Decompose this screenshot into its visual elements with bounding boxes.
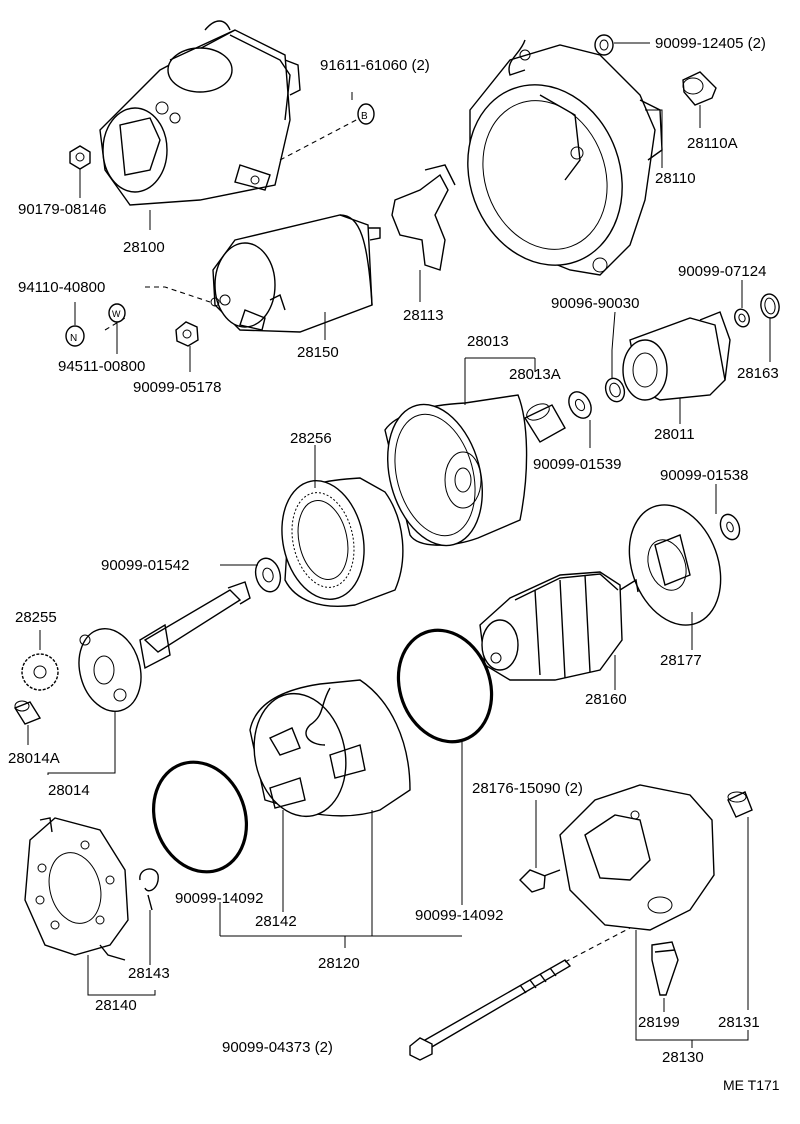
label-28113: 28113 — [403, 307, 444, 324]
label-94511-00800: 94511-00800 — [58, 358, 145, 375]
label-90099-12405: 90099-12405 (2) — [655, 35, 766, 52]
label-90099-04373: 90099-04373 (2) — [222, 1039, 333, 1056]
washer-icon — [594, 34, 614, 56]
through-bolt-drawing — [409, 959, 572, 1061]
label-90099-14092-right: 90099-14092 — [415, 907, 503, 924]
label-28013A: 28013A — [509, 366, 561, 383]
label-28199: 28199 — [638, 1014, 680, 1031]
label-28256: 28256 — [290, 430, 332, 447]
bolt-cap-letter: B — [361, 111, 368, 122]
label-28110A: 28110A — [687, 135, 738, 152]
label-90099-01539: 90099-01539 — [533, 456, 621, 473]
sleeve-icon — [523, 403, 566, 443]
label-28163: 28163 — [737, 365, 779, 382]
label-28176-15090: 28176-15090 (2) — [472, 780, 583, 797]
washer-marker-icon: W — [108, 303, 126, 323]
label-94110-40800: 94110-40800 — [18, 279, 105, 296]
footer-code: ME T171 — [723, 1077, 780, 1093]
clutch-gear-drawing — [622, 311, 731, 401]
label-28177: 28177 — [660, 652, 702, 669]
label-28131: 28131 — [718, 1014, 760, 1031]
label-28142: 28142 — [255, 913, 297, 930]
leader-solenoid-terminal — [145, 286, 211, 303]
label-90099-14092-left: 90099-14092 — [175, 890, 263, 907]
nut-marker-letter: N — [70, 333, 77, 344]
drive-lever-drawing — [391, 164, 456, 271]
retaining-ring-icon — [604, 377, 626, 403]
leader-28100-bolt — [279, 117, 361, 161]
label-28013: 28013 — [467, 333, 509, 350]
starter-assembly-drawing — [99, 20, 301, 206]
label-28110: 28110 — [655, 170, 696, 187]
field-frame-drawing — [249, 679, 411, 818]
planet-gear-icon — [21, 653, 59, 691]
drive-housing-drawing — [467, 39, 663, 276]
label-28100: 28100 — [123, 239, 165, 256]
armature-drawing — [479, 571, 639, 681]
label-91611-61060: 91611-61060 (2) — [320, 57, 430, 74]
label-90099-01542: 90099-01542 — [101, 557, 189, 574]
leader-through-bolt — [564, 927, 631, 963]
end-frame-drawing — [559, 784, 715, 931]
cap-plug-icon — [651, 941, 679, 996]
small-washer-icon — [734, 308, 750, 328]
terminal-nut-icon — [175, 321, 199, 347]
nut-marker-icon: N — [65, 325, 85, 347]
gear-washer-icon — [254, 557, 282, 593]
bearing-pin-icon — [13, 700, 42, 725]
label-90096-90030: 90096-90030 — [551, 295, 639, 312]
label-28140: 28140 — [95, 997, 137, 1014]
label-28011: 28011 — [654, 426, 695, 443]
o-ring-right — [396, 628, 494, 744]
label-28143: 28143 — [128, 965, 170, 982]
brush-holder-drawing — [24, 817, 129, 961]
label-28150: 28150 — [297, 344, 339, 361]
label-28014: 28014 — [48, 782, 90, 799]
thrust-washer-icon — [568, 391, 592, 419]
yoke-drum-drawing — [384, 394, 528, 547]
label-28014A: 28014A — [8, 750, 60, 767]
brush-spring-icon — [139, 868, 159, 911]
label-90179-08146: 90179-08146 — [18, 201, 106, 218]
label-28255: 28255 — [15, 609, 57, 626]
o-ring-left — [151, 760, 249, 874]
washer-marker-letter: W — [112, 309, 121, 319]
end-plate-drawing — [628, 504, 722, 626]
label-28120: 28120 — [318, 955, 360, 972]
label-28160: 28160 — [585, 691, 627, 708]
label-90099-01538: 90099-01538 — [660, 467, 748, 484]
snap-ring-icon — [760, 293, 780, 319]
bolt-cap-icon: B — [357, 103, 375, 125]
hex-nut-icon — [69, 145, 91, 170]
solenoid-switch-drawing — [210, 214, 381, 333]
internal-gear-drawing — [281, 477, 404, 607]
screw-icon — [519, 869, 561, 893]
label-90099-05178: 90099-05178 — [133, 379, 221, 396]
end-washer-icon — [719, 513, 741, 541]
label-90099-07124: 90099-07124 — [678, 263, 766, 280]
bushing-icon — [682, 71, 717, 106]
end-bushing-icon — [727, 791, 753, 818]
output-shaft-drawing — [78, 581, 251, 713]
label-28130: 28130 — [662, 1049, 704, 1066]
